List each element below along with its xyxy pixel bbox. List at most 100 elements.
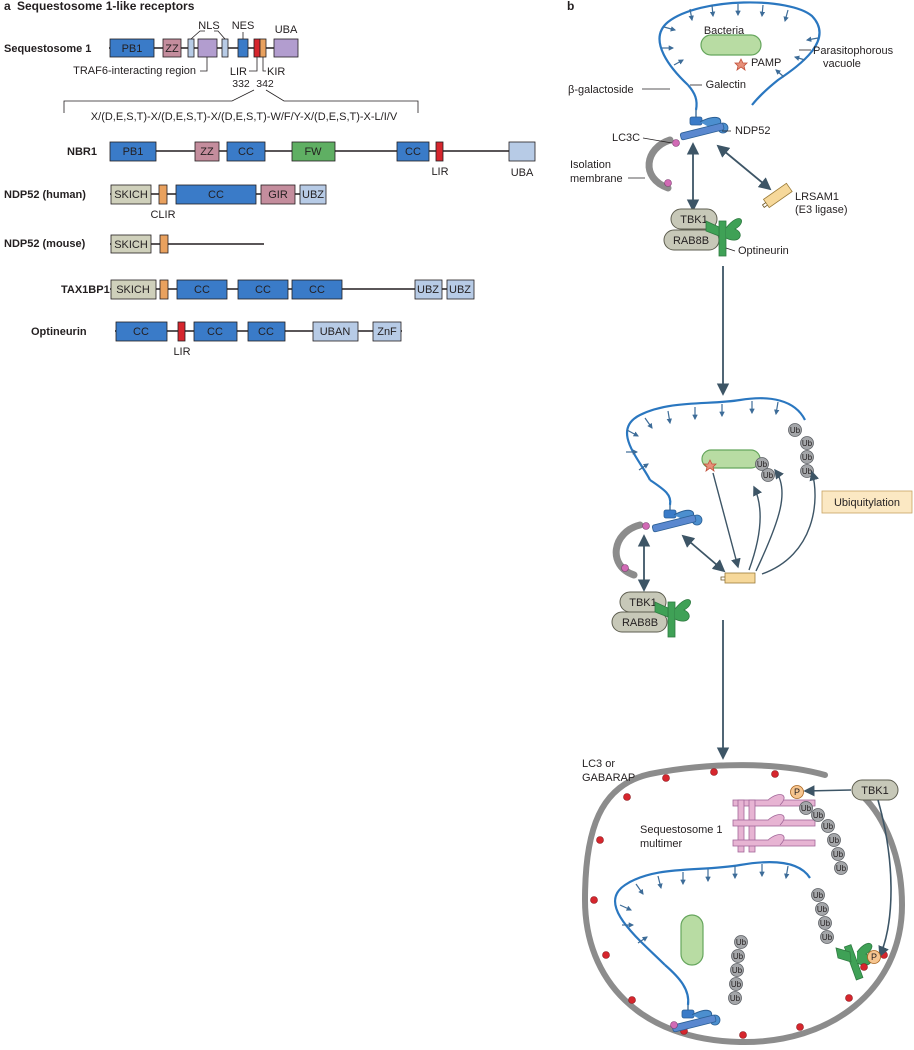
e3-label: (E3 ligase)	[795, 204, 848, 216]
svg-text:CC: CC	[194, 284, 210, 296]
vacuole-label-1: Parasitophorous	[813, 45, 894, 57]
svg-text:CC: CC	[405, 146, 421, 158]
kir-label: KIR	[267, 66, 285, 78]
optineurin-shape-3	[835, 942, 873, 981]
uba-domain	[273, 38, 299, 58]
svg-text:UBZ: UBZ	[417, 284, 439, 296]
protein-label: NDP52 (mouse)	[4, 238, 86, 250]
ndp52-label: NDP52	[735, 125, 770, 137]
galectin-shape	[689, 116, 703, 126]
lrsam1-shape	[761, 182, 793, 209]
isolation-membrane-1	[645, 136, 674, 192]
svg-text:Ub: Ub	[763, 471, 774, 480]
phospho-label-1: P	[794, 787, 800, 797]
stage-2-vacuole: Ub Ub Ub Ub Ub Ub Ubiquitylation	[611, 397, 913, 638]
svg-text:FW: FW	[304, 146, 322, 158]
svg-text:GIR: GIR	[268, 189, 288, 201]
svg-text:Ub: Ub	[802, 453, 813, 462]
svg-text:CC: CC	[208, 189, 224, 201]
nls-label: NLS	[198, 20, 219, 32]
lir-label: LIR	[173, 346, 190, 358]
kir-box	[259, 38, 267, 58]
svg-text:Ub: Ub	[823, 822, 834, 831]
svg-text:SKICH: SKICH	[114, 239, 148, 251]
panel-b: b Bacteria PAMP Parasit	[567, 0, 913, 1046]
svg-text:Ub: Ub	[736, 938, 747, 947]
galactoside-label: β-galactoside	[568, 84, 634, 96]
panel-b-letter: b	[567, 0, 574, 13]
rab8b-label-1: RAB8B	[673, 235, 709, 247]
svg-text:UBZ: UBZ	[302, 189, 324, 201]
svg-text:ZnF: ZnF	[377, 326, 397, 338]
svg-text:UBA: UBA	[275, 24, 298, 36]
residue-332: 332	[232, 78, 250, 90]
protein-sequestosome1: Sequestosome 1 PB1 ZZ UBA NLS NES TRAF6-…	[4, 20, 419, 123]
svg-text:CC: CC	[258, 326, 274, 338]
svg-text:ZZ: ZZ	[165, 43, 179, 55]
stage-1-vacuole: Bacteria PAMP Parasitophorous vacuole Ga…	[568, 1, 894, 257]
svg-text:Ub: Ub	[731, 980, 742, 989]
optineurin-shape-1	[705, 218, 742, 257]
vacuole-label-2: vacuole	[823, 58, 861, 70]
svg-text:Ub: Ub	[732, 966, 743, 975]
svg-text:Ub: Ub	[836, 864, 847, 873]
svg-text:UBAN: UBAN	[320, 326, 351, 338]
sqstm-label-1: Sequestosome 1	[640, 824, 723, 836]
autophagosome-membrane	[581, 762, 906, 1046]
protein-ndp52-mouse: NDP52 (mouse) SKICH	[4, 234, 264, 254]
lir-motif: X/(D,E,S,T)-X/(D,E,S,T)-X/(D,E,S,T)-W/F/…	[91, 111, 398, 123]
nes-box	[237, 38, 249, 58]
phospho-label-2: P	[871, 952, 877, 962]
svg-text:ZZ: ZZ	[200, 146, 214, 158]
svg-text:CC: CC	[133, 326, 149, 338]
optineurin-label-1: Optineurin	[738, 245, 789, 257]
stage-3-autophagosome: LC3 or GABARAP TBK1 P Sequestosome 1 mul…	[581, 758, 906, 1046]
optineurin-shape-2	[654, 599, 691, 638]
ubiquitylation-box	[821, 490, 913, 514]
traf6-label: TRAF6-interacting region	[73, 65, 196, 77]
svg-text:Ub: Ub	[733, 952, 744, 961]
lrsam1-label: LRSAM1	[795, 191, 839, 203]
pb1-domain	[109, 38, 155, 58]
ubiquitylation-label: Ubiquitylation	[834, 497, 900, 509]
vacuole-membrane	[658, 1, 821, 106]
protein-label: NDP52 (human)	[4, 189, 86, 201]
lir-label: LIR	[431, 166, 448, 178]
lc3c-label: LC3C	[612, 132, 640, 144]
protein-tax1bp1: TAX1BP1 SKICH CC CC CC UBZ UBZ	[61, 279, 475, 300]
protein-optineurin: Optineurin CC LIR CC CC UBAN ZnF	[31, 321, 402, 358]
ub-chain-stage2: Ub Ub Ub Ub Ub Ub	[755, 423, 814, 482]
svg-text:CC: CC	[207, 326, 223, 338]
pamp-label: PAMP	[751, 57, 781, 69]
svg-text:Ub: Ub	[817, 905, 828, 914]
nes-label: NES	[232, 20, 255, 32]
lc3-label-1: LC3 or	[582, 758, 615, 770]
svg-text:CC: CC	[309, 284, 325, 296]
tbk1-label-1: TBK1	[680, 214, 708, 226]
protein-label: Optineurin	[31, 326, 87, 338]
svg-text:Ub: Ub	[813, 891, 824, 900]
svg-text:UBZ: UBZ	[449, 284, 471, 296]
residue-342: 342	[256, 78, 274, 90]
lir-box	[253, 38, 261, 58]
protein-label: Sequestosome 1	[4, 43, 91, 55]
isolation-label-2: membrane	[570, 173, 623, 185]
lrsam1-shape-stage2	[720, 572, 756, 584]
svg-text:SKICH: SKICH	[116, 284, 150, 296]
tbk1-label-3: TBK1	[861, 785, 889, 797]
panel-a: a Sequestosome 1-like receptors Sequesto…	[4, 0, 536, 358]
lc3-label-2: GABARAP	[582, 772, 635, 784]
svg-text:Ub: Ub	[820, 919, 831, 928]
protein-label: NBR1	[67, 146, 97, 158]
svg-text:Ub: Ub	[822, 933, 833, 942]
protein-nbr1: NBR1 PB1 ZZ CC FW CC LIR UBA	[67, 141, 536, 179]
svg-text:SKICH: SKICH	[114, 189, 148, 201]
svg-text:Ub: Ub	[730, 994, 741, 1003]
protein-ndp52-human: NDP52 (human) SKICH CLIR CC GIR UBZ	[4, 184, 327, 221]
svg-text:UBA: UBA	[511, 167, 534, 179]
svg-text:Ub: Ub	[833, 850, 844, 859]
panel-a-letter: a	[4, 0, 11, 13]
svg-text:PB1: PB1	[123, 146, 144, 158]
tbk1-label-2: TBK1	[629, 597, 657, 609]
bacteria-label: Bacteria	[704, 25, 745, 37]
